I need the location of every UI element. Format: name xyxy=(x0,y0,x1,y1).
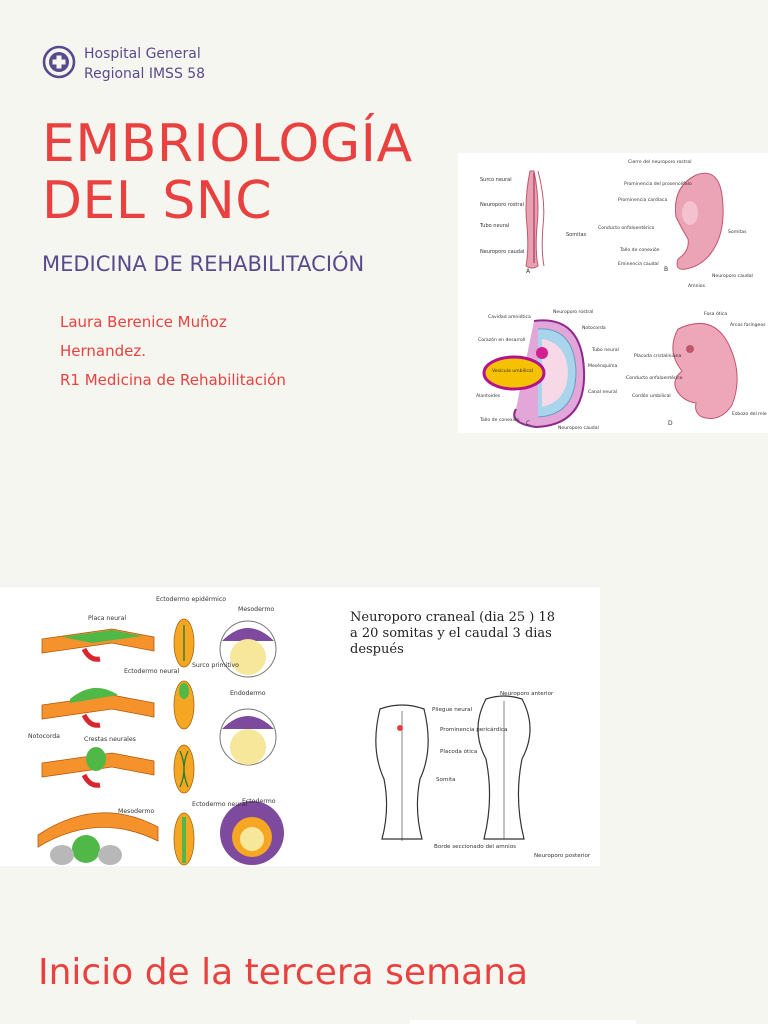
hospital-logo: Hospital General Regional IMSS 58 xyxy=(42,44,205,84)
neural-groove-stages xyxy=(173,618,195,866)
label-endodermo: Endodermo xyxy=(230,690,266,697)
hospital-name: Hospital General Regional IMSS 58 xyxy=(84,44,205,84)
medical-cross-icon xyxy=(42,45,76,79)
label-neuroporo-posterior: Neuroporo posterior xyxy=(534,853,591,859)
panel-a-label: A xyxy=(526,268,531,275)
neurulation-figure: Ectodermo epidérmico Mesodermo Placa neu… xyxy=(0,587,600,866)
label-canal-neural: Canal neural xyxy=(588,389,617,395)
label-pliegue-neural: Pliegue neural xyxy=(432,707,472,713)
embryo-development-figure: Surco neural Neuroporo rostral Tubo neur… xyxy=(458,153,768,433)
label-tallo-conexion-b: Tallo de conexión xyxy=(619,246,660,253)
panel-c-section xyxy=(482,319,586,429)
label-ectodermo-neural-top: Ectodermo neural xyxy=(124,668,179,675)
neural-plate-stages xyxy=(37,628,159,865)
label-neuroporo-caudal-b: Neuroporo caudal xyxy=(712,273,753,279)
label-cierre-neuroporo: Cierre del neuroporo rostral xyxy=(628,159,691,165)
caption-line2: a 20 somitas y el caudal 3 dias xyxy=(350,626,552,641)
next-image-edge xyxy=(410,1020,636,1024)
label-placoda-otica: Placoda ótica xyxy=(440,748,477,755)
panel-b-embryo xyxy=(674,172,724,270)
panel-b-label: B xyxy=(664,266,668,273)
label-neuroporo-caudal-c: Neuroporo caudal xyxy=(558,425,599,431)
author-line1: Laura Berenice Muñoz xyxy=(60,313,227,331)
label-cordon-umbilical: Cordón umbilical xyxy=(632,392,671,399)
panel-d-embryo xyxy=(672,322,738,419)
label-mesodermo-top: Mesodermo xyxy=(238,606,274,613)
label-neuroporo-rostral-a: Neuroporo rostral xyxy=(480,202,524,208)
title-line2: DEL SNC xyxy=(42,171,273,231)
label-notocorda-c: Notocorda xyxy=(582,325,606,331)
label-esbozo: Esbozo del mie xyxy=(732,411,767,417)
label-surco-neural: Surco neural xyxy=(480,177,512,183)
label-somitas-a: Somitas xyxy=(566,232,587,238)
label-tubo-neural-c: Tubo neural xyxy=(591,347,619,353)
section-heading: Inicio de la tercera semana xyxy=(38,952,529,993)
label-prominencia-pericardica: Prominencia pericárdica xyxy=(440,726,507,733)
title-line1: EMBRIOLOGÍA xyxy=(42,114,413,174)
panel-a-neural-tube xyxy=(525,170,545,269)
label-somitas-b: Somitas xyxy=(728,229,747,235)
embryo-disc-stages xyxy=(219,620,284,865)
neurulation-illustration: Ectodermo epidérmico Mesodermo Placa neu… xyxy=(28,595,591,866)
author-block: Laura Berenice Muñoz Hernandez. R1 Medic… xyxy=(60,308,286,395)
label-ectodermo-neural-bottom: Ectodermo neural xyxy=(192,801,247,808)
hospital-name-line1: Hospital General xyxy=(84,46,201,62)
page-subtitle: MEDICINA DE REHABILITACIÓN xyxy=(42,252,365,276)
label-amnios: Amnios xyxy=(688,283,706,289)
label-placoda-cristaliniana: Placoda cristaliniana xyxy=(634,353,682,359)
author-line2: Hernandez. xyxy=(60,342,147,360)
label-vesicula: Vesícula umbilical xyxy=(492,367,533,374)
label-eminencia-caudal: Eminencia caudal xyxy=(618,261,659,267)
label-arcos-faringeos: Arcos faríngeos xyxy=(730,321,766,328)
label-crestas-neurales: Crestas neurales xyxy=(84,736,136,743)
label-ectodermo: Ectodermo xyxy=(242,798,276,805)
label-prominencia-cardiaca: Prominencia cardíaca xyxy=(618,196,667,203)
label-neuroporo-rostral-c: Neuroporo rostral xyxy=(553,309,593,315)
label-neuroporo-anterior: Neuroporo anterior xyxy=(500,691,554,697)
label-cavidad-amniotica: Cavidad amniótica xyxy=(488,313,531,320)
label-placa-neural: Placa neural xyxy=(88,615,126,622)
label-borde-amnios: Borde seccionado del amnios xyxy=(434,844,516,850)
label-corazon: Corazón en desarroll xyxy=(478,336,525,343)
label-mesodermo-bottom: Mesodermo xyxy=(118,808,154,815)
label-tallo-conexion-c: Tallo de conexión xyxy=(479,416,520,423)
label-conducto-onfalo-d: Conducto onfaloentérico xyxy=(626,374,683,381)
label-ectodermo-epidermico: Ectodermo epidérmico xyxy=(156,595,226,603)
panel-c-label: C xyxy=(526,420,530,427)
embryo-development-illustration: Surco neural Neuroporo rostral Tubo neur… xyxy=(476,159,767,431)
panel-d-label: D xyxy=(668,420,673,427)
label-conducto-onfalo: Conducto onfaloentérico xyxy=(598,224,655,231)
label-alantoides: Alantoides xyxy=(476,393,501,399)
label-mesenquima: Mesénquima xyxy=(588,362,617,369)
label-fosa-otica: Fosa ótica xyxy=(704,310,727,317)
label-neuroporo-caudal-a: Neuroporo caudal xyxy=(480,249,524,255)
caption-line1: Neuroporo craneal (dia 25 ) 18 xyxy=(350,610,555,625)
label-notocorda: Notocorda xyxy=(28,733,60,740)
page-title: EMBRIOLOGÍA DEL SNC xyxy=(42,116,413,230)
label-prominencia-prosencefalo: Prominencia del prosencéfalo xyxy=(624,180,692,187)
hospital-name-line2: Regional IMSS 58 xyxy=(84,66,206,82)
label-tubo-neural-a: Tubo neural xyxy=(479,223,509,229)
label-somita: Somita xyxy=(436,777,456,783)
author-line3: R1 Medicina de Rehabilitación xyxy=(60,371,286,389)
dorsal-embryo-views xyxy=(375,695,531,841)
caption-line3: después xyxy=(350,642,404,657)
label-surco-primitivo: Surco primitivo xyxy=(192,662,239,669)
